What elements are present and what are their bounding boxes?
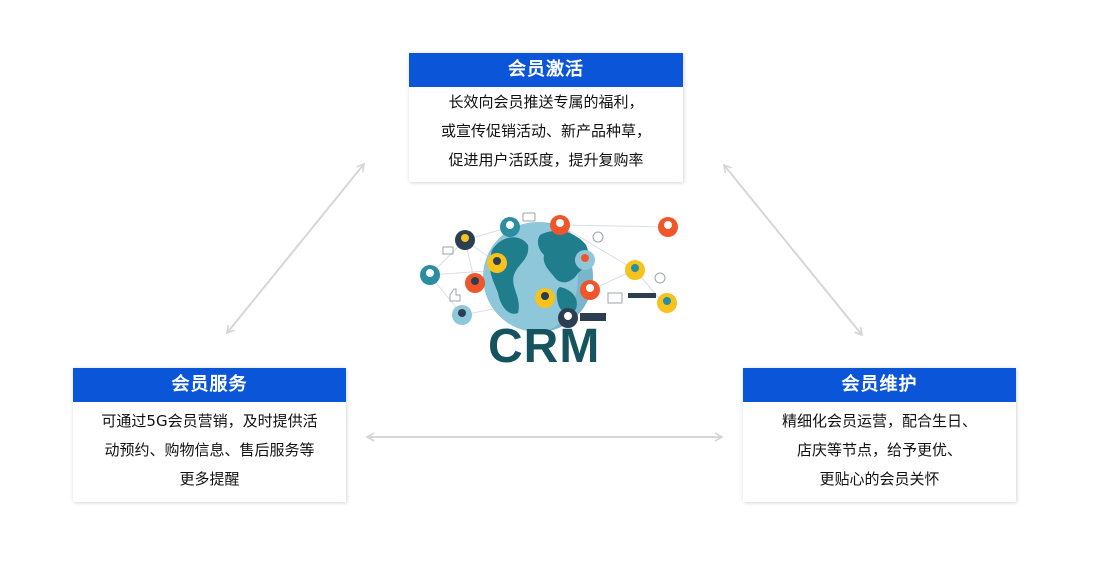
arrow-service-activation [225, 162, 366, 335]
description-line: 更多提醒 [179, 470, 240, 488]
mail-icon [442, 246, 454, 255]
chat-bubble-icon [522, 212, 536, 222]
description-line: 店庆等节点，给予更优、 [796, 441, 962, 459]
node-title: 会员维护 [743, 368, 1016, 402]
node-member-activation: 会员激活 长效向会员推送专属的福利， 或宣传促销活动、新产品种草， 促进用户活跃… [409, 53, 683, 182]
globe-icon [483, 222, 593, 332]
description-line: 精细化会员运营，配合生日、 [781, 412, 977, 430]
crm-globe-network-icon [420, 212, 678, 332]
node-member-maintenance: 会员维护 精细化会员运营，配合生日、 店庆等节点，给予更优、 更贴心的会员关怀 [743, 368, 1016, 502]
text-bar-icon [580, 313, 606, 321]
description-line: 动预约、购物信息、售后服务等 [104, 441, 315, 459]
text-bar-icon [628, 293, 656, 298]
picture-icon [607, 292, 623, 304]
crm-label: CRM [488, 320, 601, 373]
decorative-icons [442, 212, 666, 304]
node-title: 会员激活 [409, 53, 683, 87]
description-line: 可通过5G会员营销，及时提供活 [101, 412, 318, 430]
node-description: 可通过5G会员营销，及时提供活 动预约、购物信息、售后服务等 更多提醒 [73, 402, 346, 494]
description-line: 长效向会员推送专属的福利， [448, 93, 644, 111]
thumbs-up-icon [449, 288, 461, 302]
arrow-activation-maintenance [722, 163, 864, 337]
description-line: 或宣传促销活动、新产品种草， [440, 122, 651, 140]
node-description: 精细化会员运营，配合生日、 店庆等节点，给予更优、 更贴心的会员关怀 [743, 402, 1016, 494]
description-line: 促进用户活跃度，提升复购率 [448, 151, 644, 169]
globe-small-icon [654, 272, 666, 284]
lightbulb-icon [592, 231, 604, 243]
node-title: 会员服务 [73, 368, 346, 402]
description-line: 更贴心的会员关怀 [819, 470, 940, 488]
node-description: 长效向会员推送专属的福利， 或宣传促销活动、新产品种草， 促进用户活跃度，提升复… [409, 87, 683, 175]
customer-avatars [420, 215, 678, 328]
node-member-service: 会员服务 可通过5G会员营销，及时提供活 动预约、购物信息、售后服务等 更多提醒 [73, 368, 346, 502]
